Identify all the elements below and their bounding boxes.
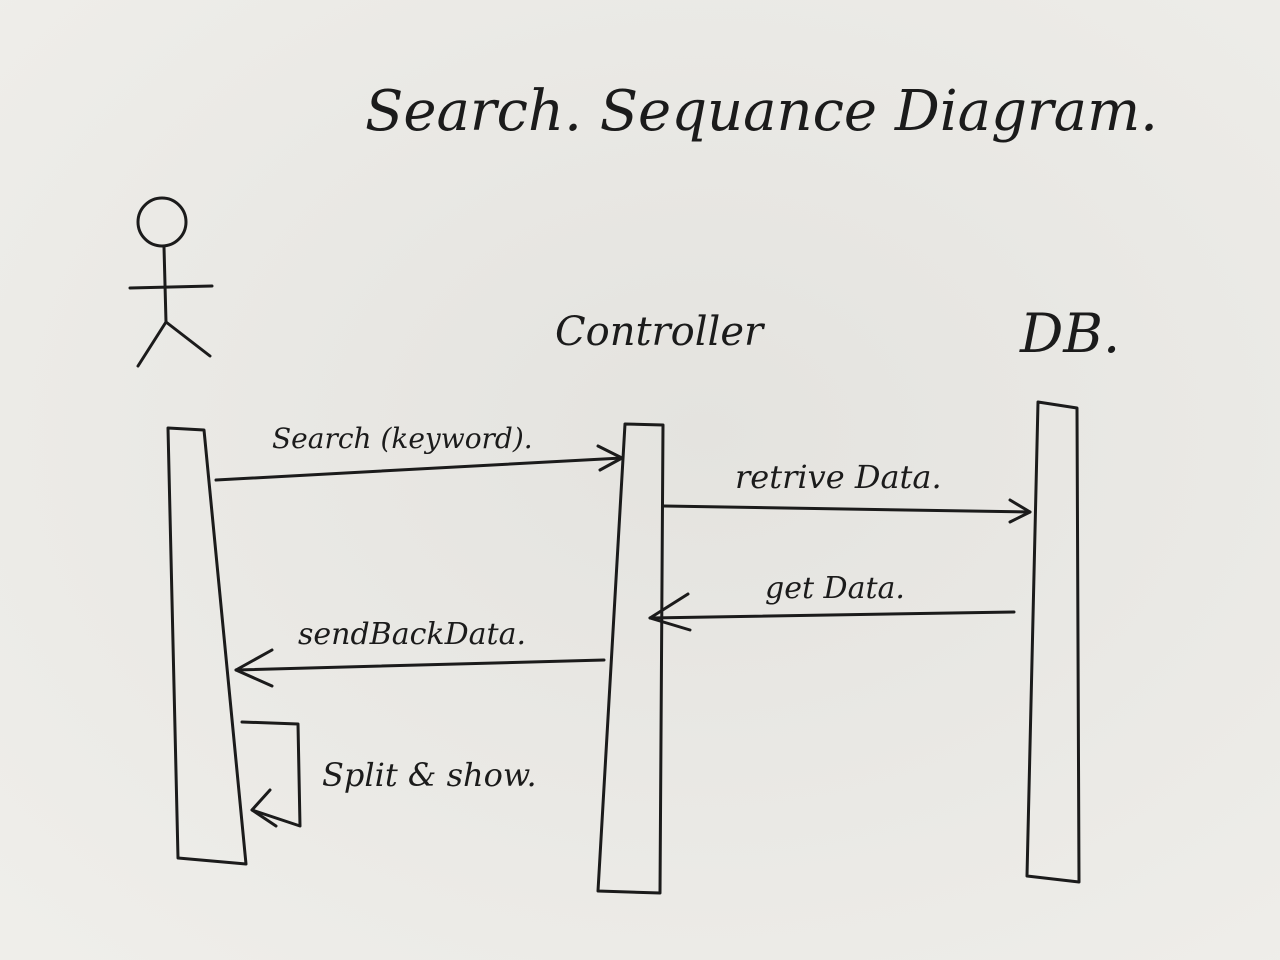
message-self-arrow (240, 720, 302, 828)
lifeline-user (166, 426, 248, 866)
lifeline-controller (596, 422, 665, 895)
lifeline-db (1025, 400, 1081, 884)
message-search-label: Search (keyword). (272, 422, 533, 455)
actor-user-icon (128, 196, 214, 368)
message-get-arrow (648, 592, 1016, 632)
participant-db-label: DB. (1019, 302, 1120, 365)
message-search-arrow (214, 444, 624, 482)
participant-controller-label: Controller (555, 309, 766, 355)
message-get-label: get Data. (765, 571, 905, 606)
message-retrieve-arrow (662, 498, 1032, 524)
message-sendback-arrow (234, 648, 606, 688)
message-sendback-label: sendBackData. (298, 617, 526, 652)
message-self-label: Split & show. (322, 756, 537, 794)
diagram-title: Search. Sequance Diagram. (365, 79, 1158, 144)
message-retrieve-label: retrive Data. (735, 458, 942, 496)
